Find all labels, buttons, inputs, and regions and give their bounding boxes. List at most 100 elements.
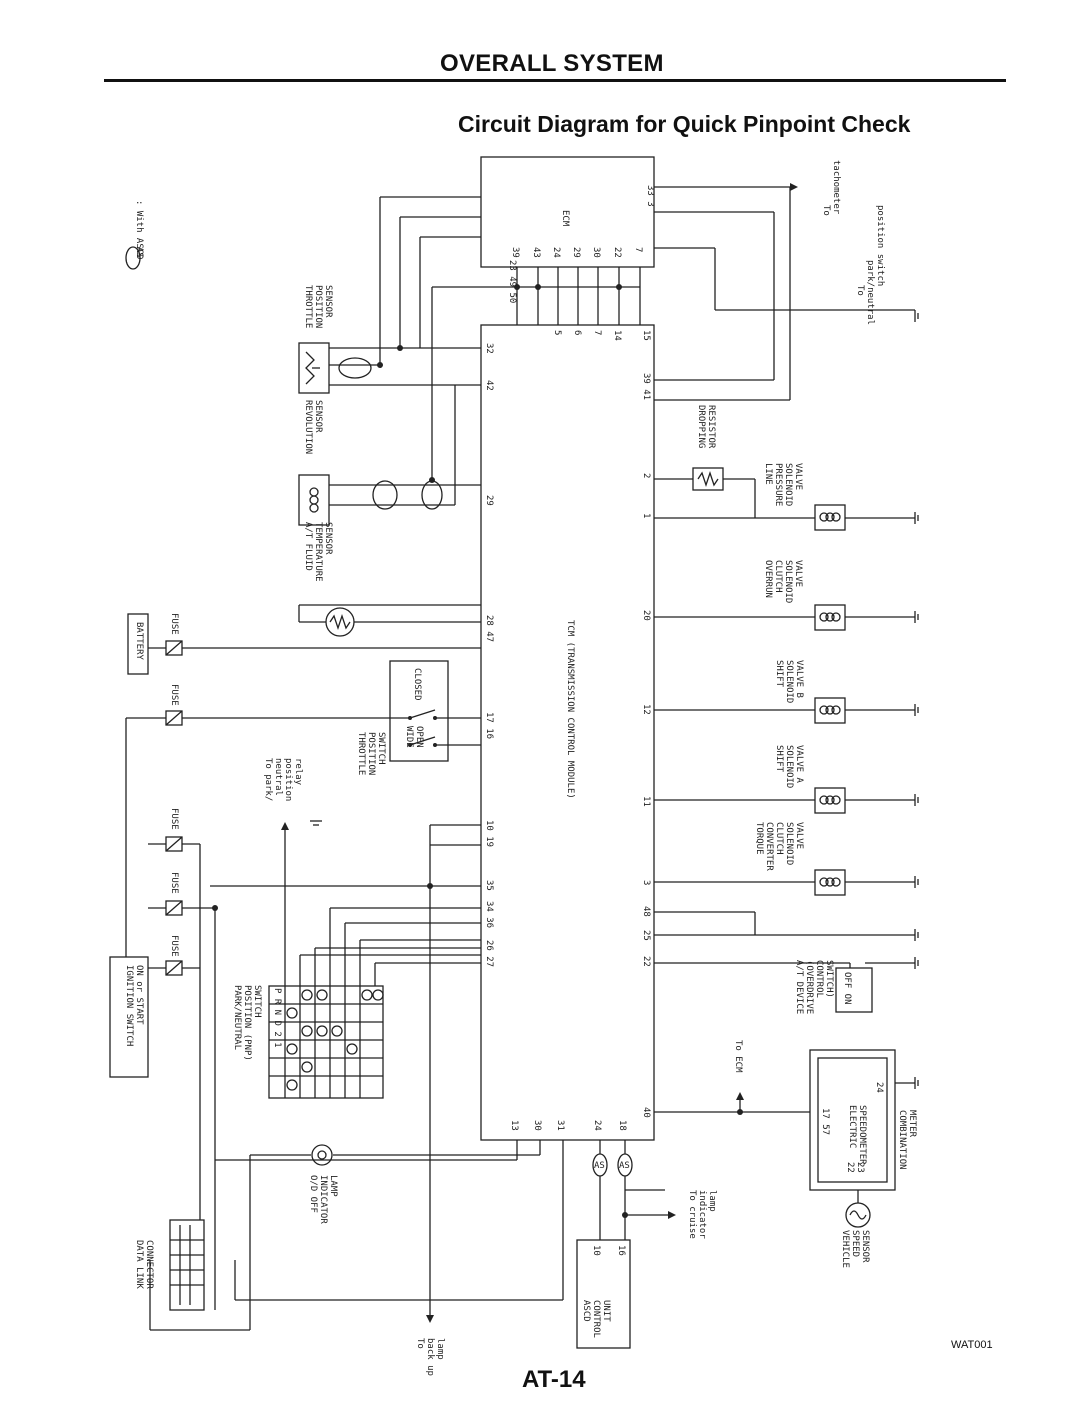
svg-text:LINE: LINE [763,463,773,485]
svg-text:5: 5 [552,330,562,335]
svg-text:FUSE: FUSE [169,684,179,706]
svg-text:FUSE: FUSE [169,613,179,635]
svg-text:SOLENOID: SOLENOID [783,463,793,506]
svg-text:ELECTRIC: ELECTRIC [847,1105,857,1148]
od-off-indicator-lamp [311,1144,333,1166]
ecm-pins-top: 23 49 50 [507,260,517,303]
ascd-marker-24-text: AS [594,1161,605,1171]
svg-text:ON or START: ON or START [134,965,144,1025]
svg-text:To: To [415,1338,425,1349]
svg-text:relay: relay [293,758,303,786]
svg-text:22: 22 [845,1162,855,1173]
svg-text:lamp: lamp [707,1190,717,1212]
svg-text:42: 42 [484,380,494,391]
ground-symbols [310,310,919,1089]
svg-text:VALVE: VALVE [793,463,803,490]
svg-text:24: 24 [874,1082,884,1093]
svg-text:7: 7 [633,247,643,252]
shift-a-label: SHIFT SOLENOID VALVE A [774,745,804,788]
overrun-clutch-solenoid [814,604,846,631]
svg-text:THROTTLE: THROTTLE [356,732,366,775]
svg-text:TEMPERATURE: TEMPERATURE [313,522,323,582]
svg-text:11: 11 [641,796,651,807]
ecm-pins-right: 33 3 [645,185,655,207]
revolution-sensor [298,474,330,526]
svg-text:30: 30 [532,1120,542,1131]
svg-text:17 57: 17 57 [820,1108,830,1135]
svg-text:POSITION (PNP): POSITION (PNP) [242,985,252,1061]
svg-text:DROPPING: DROPPING [696,405,706,448]
tcc-label: TORQUE CONVERTER CLUTCH SOLENOID VALVE [754,822,804,871]
tcm-box [480,324,655,1141]
ecm-bottom-pins: 39 43 24 29 30 22 7 [510,247,643,258]
svg-text:indicator: indicator [697,1190,707,1239]
vehicle-speed-sensor [845,1202,871,1228]
svg-text:CONVERTER: CONVERTER [764,822,774,871]
svg-text:To: To [821,205,831,216]
fuse-3 [165,900,183,916]
svg-text:O/D OFF: O/D OFF [308,1175,318,1213]
svg-text:position: position [283,758,293,801]
svg-text:A/T DEVICE: A/T DEVICE [794,960,804,1014]
vss-label: VEHICLE SPEED SENSOR [840,1230,870,1268]
svg-text:OPEN: OPEN [414,726,424,748]
svg-text:OVERRUN: OVERRUN [763,560,773,598]
svg-text:26 27: 26 27 [484,940,494,967]
battery-label: BATTERY [134,622,144,661]
cruise-label: To cruise indicator lamp [687,1190,717,1239]
svg-text:18: 18 [617,1120,627,1131]
svg-text:39: 39 [510,247,520,258]
section-title: OVERALL SYSTEM [440,50,664,77]
svg-text:CONTROL: CONTROL [814,960,824,998]
svg-text:PRESSURE: PRESSURE [773,463,783,506]
to-ecm-label: To ECM [733,1040,743,1073]
speedometer-label: ELECTRIC SPEEDOMETER [847,1105,867,1165]
od-switch-positions: OFF ON [842,972,852,1005]
svg-text:CLUTCH: CLUTCH [773,560,783,593]
svg-text:24: 24 [551,247,561,258]
svg-text:SENSOR: SENSOR [313,400,323,433]
svg-text:24: 24 [592,1120,602,1131]
pnp-switch-grid [268,985,384,1099]
svg-text:To cruise: To cruise [687,1190,697,1239]
svg-text:tachometer: tachometer [831,160,841,215]
fluid-label: A/T FLUID TEMPERATURE SENSOR [303,522,333,582]
svg-text:THROTTLE: THROTTLE [303,285,313,328]
ecm-wiring [379,183,915,480]
svg-text:35: 35 [484,880,494,891]
svg-text:VALVE: VALVE [794,822,804,849]
svg-text:FUSE: FUSE [169,872,179,894]
data-link-connector [149,1155,251,1331]
svg-text:28 47: 28 47 [484,615,494,642]
svg-text:(OVERDRIVE: (OVERDRIVE [804,960,814,1014]
shift-solenoid-b [814,697,846,724]
fuse-battery [165,640,183,656]
pnp-dest-label: To park/neutral position switch [855,205,885,325]
battery-box [127,613,149,675]
pnp-switch-label: PARK/NEUTRAL POSITION (PNP) SWITCH [232,985,262,1061]
svg-text:WIDE: WIDE [404,726,414,748]
wide-open-label: WIDE OPEN [404,726,424,748]
svg-text:SOLENOID: SOLENOID [784,822,794,865]
svg-text:43: 43 [531,247,541,258]
tcm-bottom-pins: 13 30 31 24 18 40 [509,1107,651,1131]
overdrive-control-switch-box [835,967,873,1013]
svg-text:22: 22 [612,247,622,258]
dropping-resistor [692,467,724,491]
dlc-label: DATA LINK CONNECTOR [134,1240,154,1289]
svg-text:12: 12 [641,704,651,715]
svg-text:SPEEDOMETER: SPEEDOMETER [857,1105,867,1165]
ignition-switch-box [109,956,149,1078]
svg-text:10 19: 10 19 [484,820,494,847]
svg-text:SENSOR: SENSOR [323,522,333,555]
svg-text:CLUTCH: CLUTCH [774,822,784,855]
backup-label: To back up lamp [415,1338,445,1376]
svg-text:VEHICLE: VEHICLE [840,1230,850,1268]
svg-text:32: 32 [484,343,494,354]
svg-text:lamp: lamp [435,1338,445,1360]
svg-text:13: 13 [509,1120,519,1131]
svg-text:neutral: neutral [273,758,283,796]
svg-text:22: 22 [641,956,651,967]
ascd-legend-text: : With ASCD [134,200,144,260]
svg-text:39 41: 39 41 [641,373,651,400]
